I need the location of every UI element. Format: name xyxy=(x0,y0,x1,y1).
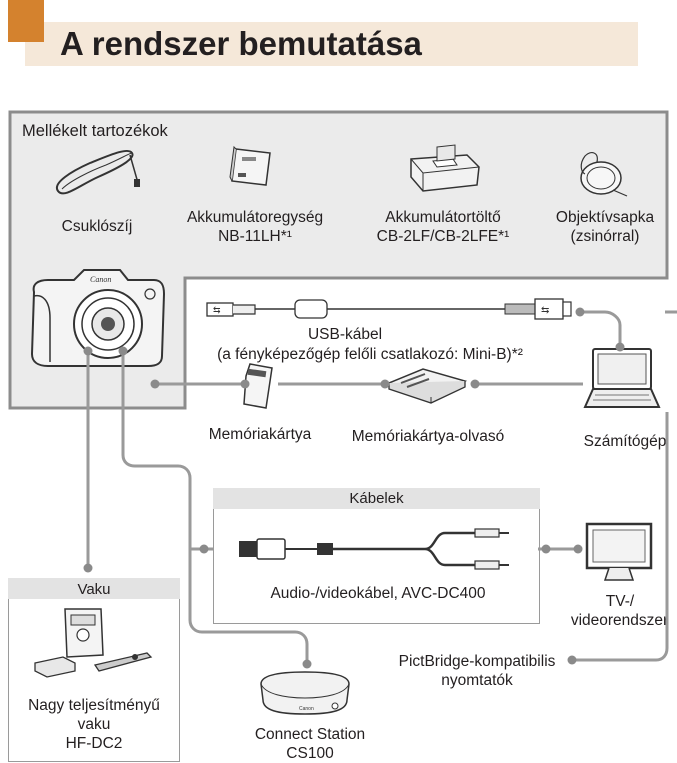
flash-label-1: Nagy teljesítményű xyxy=(28,697,160,714)
flash-icon xyxy=(34,608,153,678)
card-reader-icon xyxy=(386,368,468,404)
strap-icon xyxy=(55,149,140,195)
cables-header xyxy=(213,488,540,509)
flash-label-3: HF-DC2 xyxy=(65,735,123,752)
cables-heading: Kábelek xyxy=(349,490,404,507)
svg-text:Canon: Canon xyxy=(299,706,314,712)
card-reader-label: Memóriakártya-olvasó xyxy=(351,428,505,445)
header-bar xyxy=(25,22,638,66)
connect-station-icon: Canon xyxy=(260,671,350,715)
lens-cap-sub: (zsinórral) xyxy=(570,228,640,245)
flash-heading: Vaku xyxy=(77,581,111,598)
svg-text:⇆: ⇆ xyxy=(213,305,221,315)
charger-model: CB-2LF/CB-2LFE*¹ xyxy=(376,228,510,245)
printer-label-1: PictBridge-kompatibilis xyxy=(398,653,556,670)
laptop-icon xyxy=(583,348,661,408)
computer-label: Számítógép xyxy=(583,433,667,450)
charger-icon xyxy=(410,144,480,192)
header-accent xyxy=(8,0,44,42)
included-heading: Mellékelt tartozékok xyxy=(22,122,168,140)
av-cable-icon xyxy=(239,528,509,570)
memory-card-icon xyxy=(243,363,273,409)
av-cable-label: Audio-/videokábel, AVC-DC400 xyxy=(270,585,486,602)
flash-header xyxy=(8,578,180,599)
camera-icon: Canon xyxy=(30,269,166,367)
page-title: A rendszer bemutatása xyxy=(60,25,422,62)
flash-label-2: vaku xyxy=(77,716,111,733)
lens-cap-icon xyxy=(580,152,628,197)
usb-cable-icon: ⇆ ⇆ xyxy=(206,298,572,320)
station-label-1: Connect Station xyxy=(254,726,366,743)
station-label-2: CS100 xyxy=(286,745,334,762)
memory-card-label: Memóriakártya xyxy=(208,426,312,443)
tv-label-2: videorendszer xyxy=(570,612,669,629)
lens-cap-label: Objektívsapka xyxy=(555,209,655,226)
svg-text:⇆: ⇆ xyxy=(541,305,549,316)
usb-label: USB-kábel xyxy=(307,326,383,343)
strap-label: Csuklószíj xyxy=(61,218,133,235)
tv-icon xyxy=(585,522,653,581)
tv-label-1: TV-/ xyxy=(605,593,635,610)
usb-sub: (a fényképezőgép felőli csatlakozó: Mini… xyxy=(217,346,523,363)
battery-model: NB-11LH*¹ xyxy=(218,228,292,245)
battery-icon xyxy=(229,145,271,186)
battery-label: Akkumulátoregység xyxy=(186,209,324,226)
svg-text:Canon: Canon xyxy=(90,275,111,284)
printer-label-2: nyomtatók xyxy=(441,672,513,689)
charger-label: Akkumulátortöltő xyxy=(385,209,501,226)
